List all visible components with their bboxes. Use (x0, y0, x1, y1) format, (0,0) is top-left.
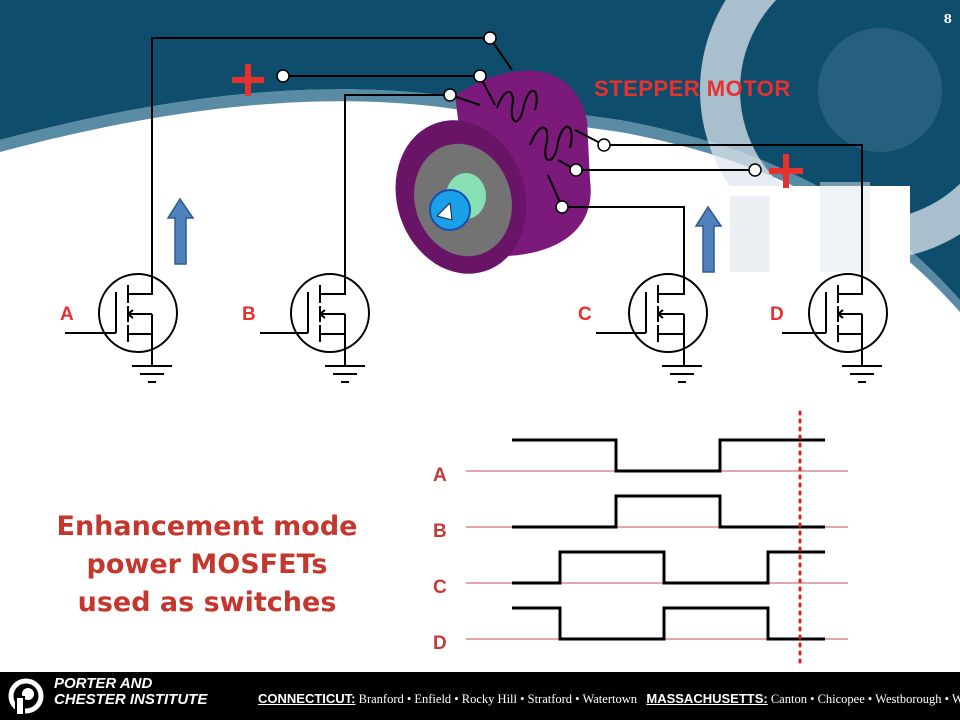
up-arrow-icon (166, 197, 195, 265)
caption: Enhancement mode power MOSFETs used as s… (28, 508, 386, 622)
locations-line: CONNECTICUT: Branford • Enfield • Rocky … (258, 691, 960, 707)
timing-label-a: A (433, 465, 447, 486)
wires (151, 37, 863, 284)
caption-line-3: used as switches (77, 587, 337, 618)
mosfet-a (65, 273, 178, 383)
institute-logo-icon (8, 678, 44, 714)
caption-line-1: Enhancement mode (56, 511, 358, 542)
mosfet-b (260, 273, 370, 383)
connecticut-towns: Branford • Enfield • Rocky Hill • Stratf… (358, 692, 637, 706)
mosfet-label-b: B (242, 304, 256, 325)
stepper-motor (395, 70, 591, 274)
page-number: 8 (943, 12, 952, 26)
plus-icons (232, 64, 803, 188)
stepper-circuit (65, 31, 888, 680)
waveform-a (512, 438, 825, 473)
plus-icon-left (232, 64, 264, 96)
timing-waveforms (512, 438, 825, 641)
timing-diagram (466, 410, 848, 680)
terminals (276, 31, 762, 214)
caption-line-2: power MOSFETs (86, 549, 328, 580)
motor-title: STEPPER MOTOR (594, 76, 791, 101)
mosfet-d (782, 273, 888, 383)
plus-icon-right (769, 154, 803, 188)
arrow-icons (166, 197, 723, 273)
mosfet-c (596, 273, 708, 383)
mosfet-label-a: A (60, 304, 74, 325)
mosfet-label-c: C (578, 304, 592, 325)
footer-bar (0, 672, 960, 720)
massachusetts-heading: MASSACHUSETTS: (646, 691, 768, 706)
waveform-c (512, 550, 825, 585)
institute-name: PORTER AND CHESTER INSTITUTE (54, 676, 207, 708)
up-arrow-icon (694, 205, 723, 273)
institute-name-line-1: PORTER AND (54, 675, 153, 692)
timing-label-b: B (433, 521, 447, 542)
massachusetts-towns: Canton • Chicopee • Westborough • Woburn (770, 692, 960, 706)
timing-label-c: C (433, 577, 447, 598)
waveform-d (512, 606, 825, 641)
waveform-b (512, 494, 825, 529)
institute-name-line-2: CHESTER INSTITUTE (54, 691, 208, 708)
timing-label-d: D (433, 633, 447, 654)
mosfet-label-d: D (770, 304, 784, 325)
connecticut-heading: CONNECTICUT: (258, 691, 356, 706)
